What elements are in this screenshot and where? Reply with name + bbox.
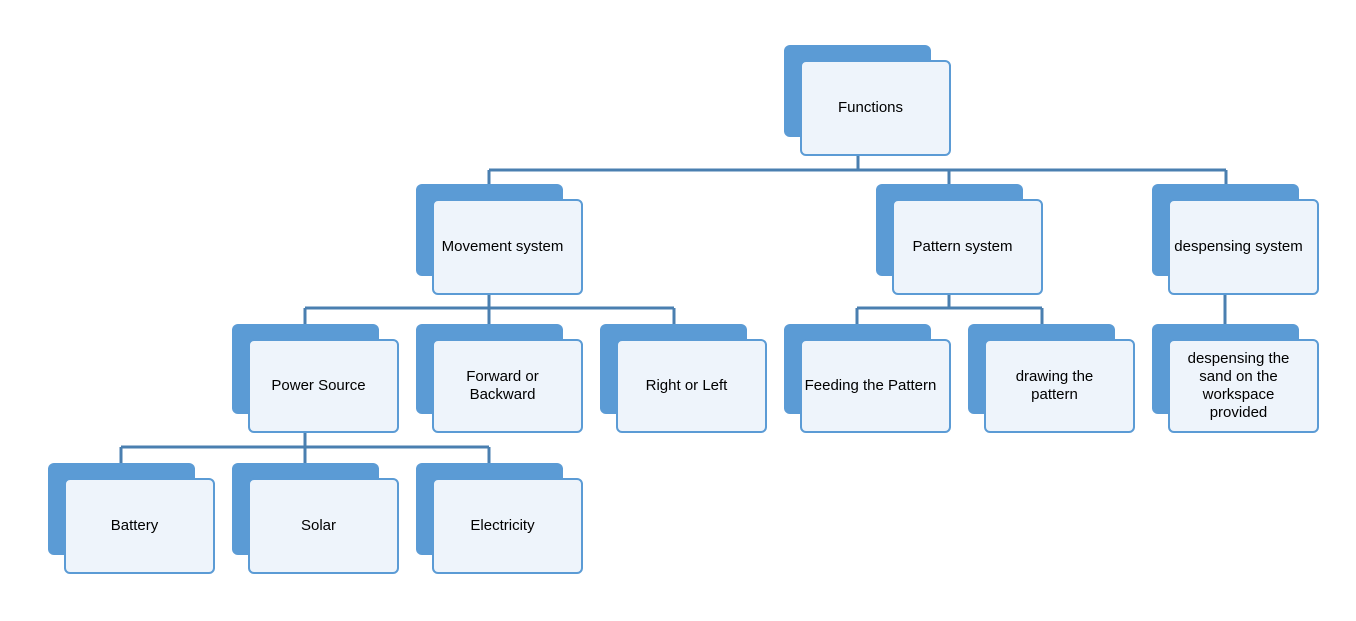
node-dispensing-system-label: despensing system [1174,238,1303,255]
node-power-source-label: Power Source [271,377,366,394]
node-electricity-label: Electricity [470,517,535,534]
connector-pattern [855,293,1044,324]
node-battery-label: Battery [110,517,159,534]
connector-functions [487,154,1228,184]
node-movement-system-label: Movement system [441,238,564,255]
node-right-left-label: Right or Left [645,377,728,394]
node-functions-label: Functions [837,99,904,116]
connector-power [119,432,491,463]
node-solar-label: Solar [300,517,337,534]
connector-movement [303,293,676,324]
node-dispensing-sand-label: despensing the sand on the workspace pro… [1187,350,1290,421]
node-drawing-pattern-label: drawing the pattern [1015,368,1094,403]
node-forward-backward-label: Forward or Backward [466,368,539,403]
node-feeding-pattern-label: Feeding the Pattern [804,377,937,394]
node-pattern-system-label: Pattern system [912,238,1013,255]
